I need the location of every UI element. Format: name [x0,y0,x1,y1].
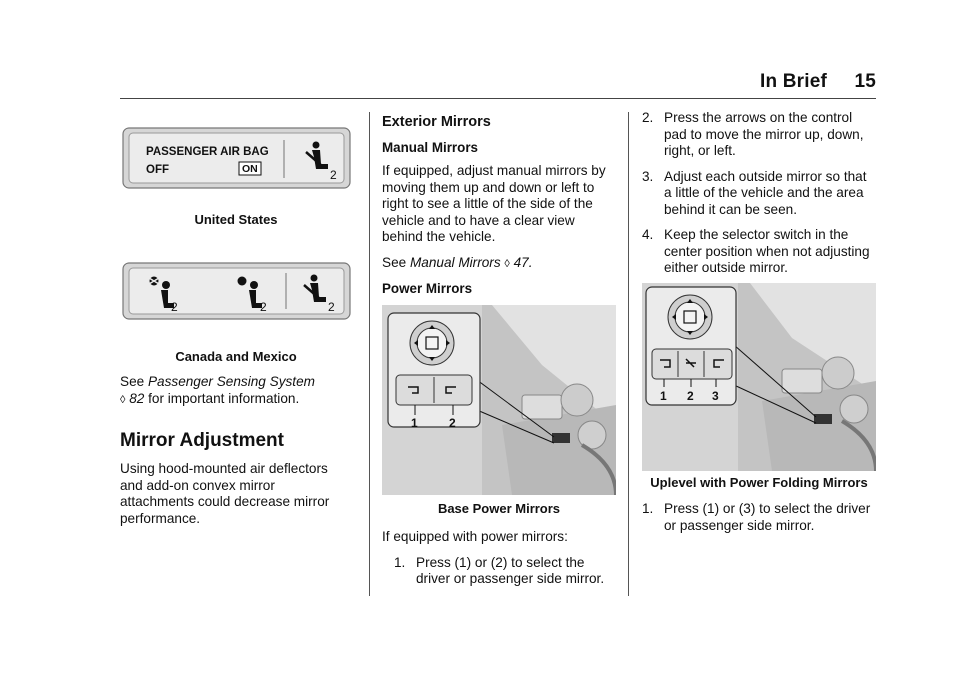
column-3: 2. Press the arrows on the control pad t… [642,108,876,543]
column-divider-2 [628,112,629,596]
panel-on-text: ON [242,163,258,175]
page-ref-arrow-icon: ◊ [504,257,510,270]
step-number: 4. [642,227,654,242]
page-title: In Brief 15 [759,71,876,92]
seat-belt-passenger-icon [303,274,326,302]
uplevel-power-folding-figure: 1 2 3 [642,282,876,471]
panel2-seat-num-a: 2 [171,300,178,314]
column-1: PASSENGER AIR BAG OFF ON 2 United States… [120,108,352,536]
list-item: 1. Press (1) or (2) to select the driver… [394,555,616,588]
figure-label-3: 3 [712,389,719,403]
list-item: 2. Press the arrows on the control pad t… [642,110,876,160]
see-prefix-2: See [382,254,407,270]
page-header: In Brief 15 [0,0,960,100]
mirror-fold-switch-icon [651,348,733,379]
link-passenger-sensing-system[interactable]: Passenger Sensing System [147,374,315,389]
link-manual-mirrors[interactable]: Manual Mirrors [409,254,501,270]
figure-label-2: 2 [687,389,694,403]
panel-airbag-text: PASSENGER AIR BAG [146,146,269,158]
panel2-seat-num-b: 2 [260,300,267,314]
panel-off-text: OFF [146,164,169,176]
mirror-select-switch-icon [395,374,473,405]
base-power-mirrors-figure: 1 2 [382,304,616,495]
airbag-off-icon [148,276,174,308]
column-divider-1 [369,112,370,596]
step-text: Press (1) or (3) to select the driver or… [664,501,871,533]
step-text: Keep the selector switch in the center p… [664,227,870,275]
header-rule [120,98,876,99]
step-text: Press the arrows on the control pad to m… [664,110,864,158]
link-page-82[interactable]: 82 [129,390,145,406]
step-number: 2. [642,110,654,125]
see-prefix: See [120,374,145,389]
heading-power-mirrors: Power Mirrors [382,281,473,296]
power-mirror-steps: 1. Press (1) or (2) to select the driver… [394,555,616,588]
step-text: Press (1) or (2) to select the driver or… [416,554,605,587]
panel-seat-num: 2 [330,168,337,182]
section-title: In Brief [759,71,828,92]
power-mirrors-body: If equipped with power mirrors: [382,529,568,544]
airbag-status-panel-canada: 2 2 2 [122,261,351,320]
step-number: 3. [642,168,654,184]
manual-mirrors-body: If equipped, adjust manual mirrors by mo… [382,163,606,244]
caption-united-states: United States [194,212,278,227]
mirror-control-pad-icon [667,294,713,339]
heading-manual-mirrors: Manual Mirrors [382,139,478,155]
caption-base-power-mirrors: Base Power Mirrors [437,500,561,516]
mirror-adjustment-body: Using hood-mounted air deflectors and ad… [120,461,330,526]
mirror-steps-continued: 2. Press the arrows on the control pad t… [642,110,876,277]
see-manual-mirrors: See Manual Mirrors ◊ 47. [382,254,533,270]
page-number: 15 [854,71,876,92]
mirror-control-pad-icon [409,320,455,365]
see-suffix: for important information. [148,390,300,406]
heading-exterior-mirrors: Exterior Mirrors [382,114,491,130]
figure-label-1: 1 [660,389,667,403]
uplevel-steps: 1. Press (1) or (3) to select the driver… [642,501,876,534]
see-passenger-sensing: See Passenger Sensing System ◊ 82 for im… [120,374,352,408]
list-item: 4. Keep the selector switch in the cente… [642,227,876,277]
caption-canada-mexico: Canada and Mexico [175,348,297,364]
link-page-47[interactable]: 47 [513,254,529,270]
panel2-seat-num-c: 2 [328,300,335,314]
list-item: 3. Adjust each outside mirror so that a … [642,169,876,219]
airbag-on-icon [237,276,262,308]
seat-belt-passenger-icon [305,141,328,169]
step-number: 1. [394,554,406,570]
airbag-status-panel-us: PASSENGER AIR BAG OFF ON 2 [122,127,351,189]
list-item: 1. Press (1) or (3) to select the driver… [642,501,876,534]
figure-label-1: 1 [411,416,418,430]
step-number: 1. [642,501,654,516]
caption-uplevel-power-folding: Uplevel with Power Folding Mirrors [650,474,868,490]
step-text: Adjust each outside mirror so that a lit… [664,168,867,217]
column-2: Exterior Mirrors Manual Mirrors If equip… [382,108,616,597]
figure-label-2: 2 [449,416,456,430]
heading-mirror-adjustment: Mirror Adjustment [120,430,284,451]
page-ref-arrow-icon: ◊ [120,393,126,406]
